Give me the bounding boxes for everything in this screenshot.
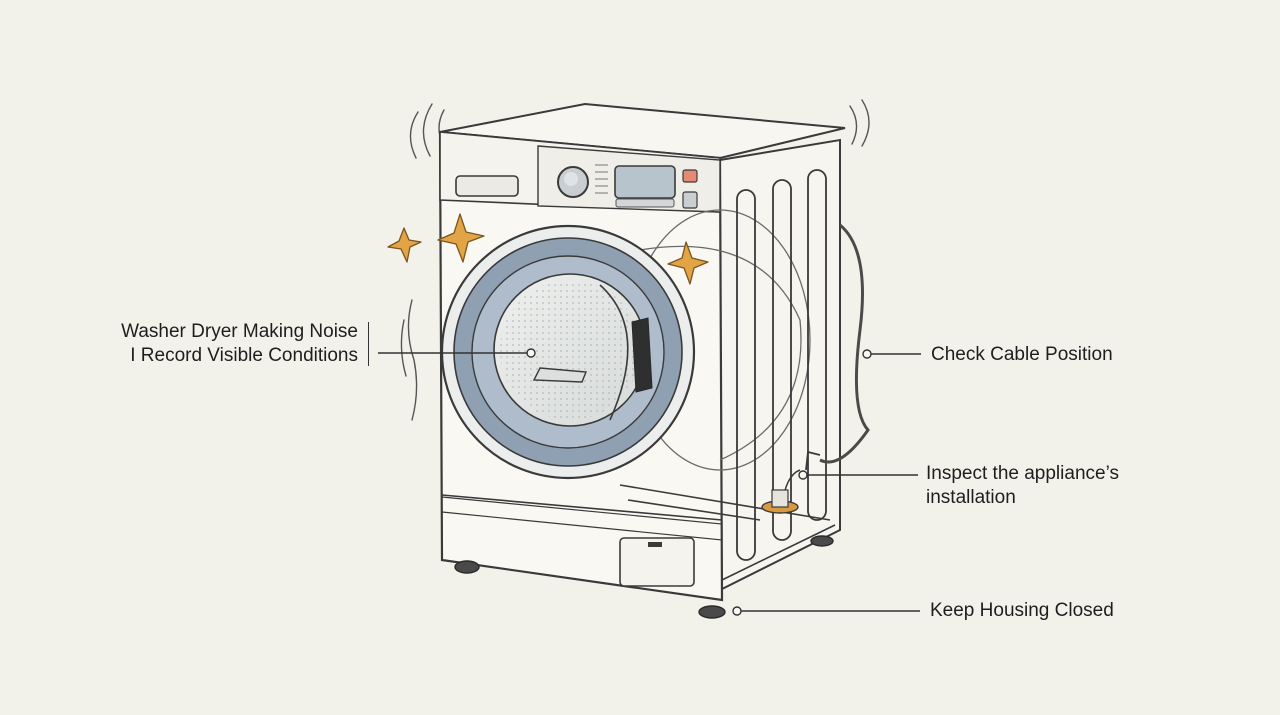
install-line-2: installation xyxy=(926,487,1016,508)
door xyxy=(440,224,696,480)
keep-housing-closed-label: Keep Housing Closed xyxy=(930,600,1114,621)
display-screen xyxy=(614,165,676,199)
detergent-drawer xyxy=(455,175,519,197)
start-button xyxy=(682,191,698,209)
power-button xyxy=(682,169,698,183)
inspect-installation-label: Inspect the appliance’s installation xyxy=(926,462,1119,510)
leader-lines xyxy=(378,352,921,612)
control-panel xyxy=(439,131,721,213)
base-frame xyxy=(441,484,836,581)
filter-hatch xyxy=(619,537,695,587)
machine-feet xyxy=(454,535,834,619)
spark-icon xyxy=(387,213,709,285)
title-bracket xyxy=(368,322,369,366)
drum-paddle xyxy=(532,367,588,383)
side-panel xyxy=(719,138,841,592)
title-line-2: I Record Visible Conditions xyxy=(130,345,358,366)
vibration-lines-icon xyxy=(400,99,870,421)
side-ribs xyxy=(736,169,827,561)
diagram-title-label: Washer Dryer Making Noise I Record Visib… xyxy=(60,320,358,368)
title-line-1: Washer Dryer Making Noise xyxy=(121,321,358,342)
power-cable xyxy=(819,223,870,464)
install-line-1: Inspect the appliance’s xyxy=(926,463,1119,484)
door-handle xyxy=(631,317,653,393)
check-cable-label: Check Cable Position xyxy=(931,344,1113,365)
leader-dots xyxy=(526,348,872,616)
